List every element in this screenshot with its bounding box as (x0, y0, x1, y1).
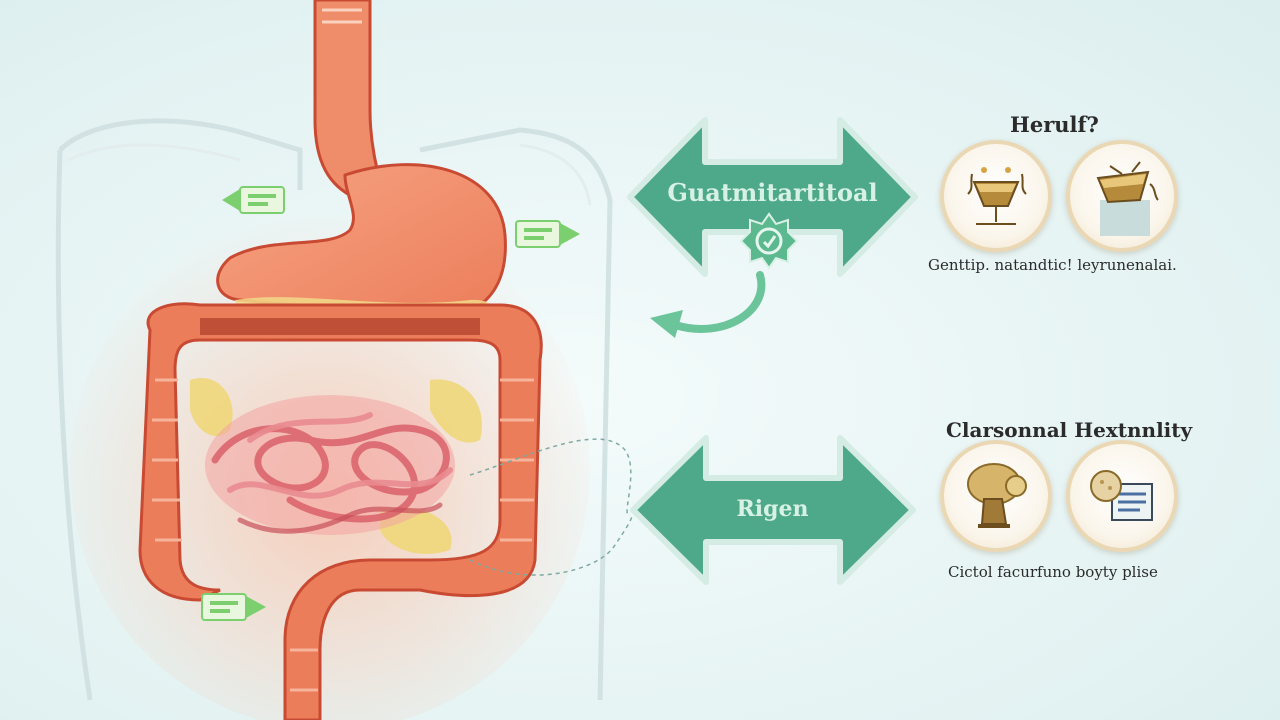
green-tag-icon (515, 220, 580, 248)
cup-on-stand-icon (940, 140, 1052, 252)
bottom-double-arrow (630, 435, 916, 585)
top-arrow-label: Guatmitartitoal (667, 178, 878, 207)
bottom-arrow-label: Rigen (736, 496, 809, 522)
top-section-caption: Genttip. natandtic! leyrunenalai. (928, 256, 1177, 274)
badge-icon (740, 212, 798, 270)
document-sponge-icon (1066, 440, 1178, 552)
small-intestine (205, 395, 455, 535)
green-tag-icon (222, 186, 285, 214)
tilted-bowl-icon (1066, 140, 1178, 252)
bottom-section-title: Clarsonnal Hextnnlity (946, 418, 1193, 442)
bottom-section-caption: Cictol facurfuno boyty plise (948, 563, 1158, 581)
green-tag-icon (201, 593, 266, 621)
curved-arrow-icon (650, 271, 766, 338)
torso-outline (55, 118, 613, 701)
large-intestine (138, 302, 543, 720)
mushroom-sponge-icon (940, 440, 1052, 552)
top-section-title: Herulf? (1010, 112, 1099, 137)
top-double-arrow (627, 117, 918, 277)
